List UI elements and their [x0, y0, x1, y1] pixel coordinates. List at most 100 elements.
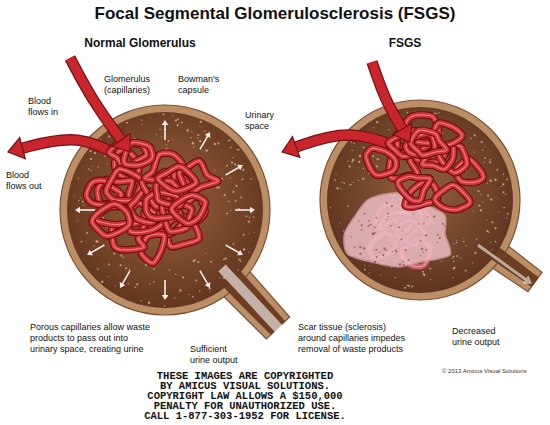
fluid-dot [228, 140, 230, 142]
fluid-dot [172, 115, 173, 116]
fluid-dot [501, 186, 502, 187]
fluid-dot [199, 140, 201, 142]
scar-speckle [407, 259, 409, 261]
fluid-dot [80, 197, 81, 198]
scar-speckle [379, 252, 380, 253]
fluid-dot [248, 220, 250, 222]
fluid-dot [343, 230, 344, 231]
fluid-dot [352, 161, 353, 162]
fluid-dot [90, 170, 92, 172]
scar-speckle [442, 223, 444, 225]
capillary-loop [366, 148, 396, 175]
scar-speckle [387, 213, 389, 215]
fluid-dot [195, 279, 197, 281]
note: Sufficient urine output [190, 344, 246, 366]
fluid-dot [343, 182, 345, 184]
arrow-shaft [164, 123, 166, 140]
fluid-dot [474, 134, 476, 136]
fluid-dot [472, 262, 473, 263]
fluid-dot [395, 277, 396, 278]
fluid-dot [349, 165, 351, 167]
scar-speckle [361, 229, 363, 231]
arrow-shaft [235, 209, 252, 211]
fluid-dot [423, 273, 425, 275]
scar-speckle [402, 230, 403, 231]
fluid-dot [107, 163, 108, 164]
fluid-dot [488, 232, 489, 233]
fluid-dot [159, 129, 160, 130]
fluid-dot [369, 272, 370, 273]
fluid-dot [100, 139, 101, 140]
scar-speckle [382, 254, 384, 256]
capillary-loop [158, 166, 196, 191]
fluid-dot [243, 248, 245, 250]
scar-speckle [390, 225, 392, 227]
fluid-dot [216, 187, 218, 189]
part-label: Bowman's capsule [178, 74, 224, 96]
fluid-dot [192, 296, 194, 298]
panel-heading: Normal Glomerulus [84, 36, 195, 50]
watermark: CALL 1-877-303-1952 FOR LICENSE. [144, 411, 346, 421]
fluid-dot [230, 210, 231, 211]
fluid-dot [81, 241, 83, 243]
fluid-dot [240, 260, 242, 262]
fluid-dot [233, 243, 235, 245]
arrow-shaft [70, 58, 122, 142]
fluid-dot [474, 252, 476, 254]
fluid-dot [199, 290, 201, 292]
fluid-dot [94, 152, 96, 154]
fluid-dot [491, 221, 493, 223]
arrow-head [87, 250, 93, 256]
fluid-dot [404, 287, 406, 289]
scar-speckle [359, 253, 361, 255]
fluid-dot [209, 291, 210, 292]
fluid-dot [177, 124, 179, 126]
fluid-dot [142, 124, 143, 125]
fluid-dot [484, 146, 485, 147]
scar-speckle [387, 216, 388, 217]
fluid-dot [456, 240, 457, 241]
fluid-dot [460, 257, 461, 258]
arrow-shaft [200, 135, 209, 150]
scar-speckle [433, 215, 435, 217]
fluid-dot [364, 265, 365, 266]
fluid-dot [174, 297, 175, 298]
arrow-head [205, 282, 211, 288]
fluid-dot [481, 141, 483, 143]
fluid-dot [430, 279, 431, 280]
fluid-dot [454, 267, 456, 269]
fluid-dot [369, 265, 370, 266]
capillary-loop [411, 130, 447, 155]
fluid-dot [96, 240, 98, 242]
fluid-dot [353, 182, 354, 183]
scar-speckle [386, 219, 387, 220]
fluid-dot [502, 183, 504, 185]
scar-speckle [444, 225, 445, 226]
fluid-dot [224, 194, 226, 196]
fluid-dot [191, 137, 192, 138]
fluid-dot [74, 196, 75, 197]
fluid-dot [388, 129, 389, 130]
fluid-dot [496, 169, 498, 171]
part-label: Urinary space [245, 110, 285, 132]
fluid-dot [200, 121, 202, 123]
fluid-dot [456, 242, 458, 244]
fluid-dot [363, 146, 365, 148]
fluid-dot [217, 142, 219, 144]
fluid-dot [113, 253, 115, 255]
fluid-dot [451, 258, 452, 259]
fluid-dot [206, 149, 208, 151]
fluid-dot [175, 274, 176, 275]
fluid-dot [476, 238, 478, 240]
fluid-dot [407, 112, 409, 114]
fluid-dot [336, 173, 337, 174]
fluid-dot [347, 160, 348, 161]
fluid-dot [97, 268, 99, 270]
fluid-dot [200, 141, 201, 142]
fluid-dot [503, 191, 505, 193]
fluid-dot [83, 204, 84, 205]
part-label: Glomerulus (capillaries) [104, 74, 162, 96]
scar-speckle [386, 202, 388, 204]
fluid-dot [352, 159, 354, 161]
